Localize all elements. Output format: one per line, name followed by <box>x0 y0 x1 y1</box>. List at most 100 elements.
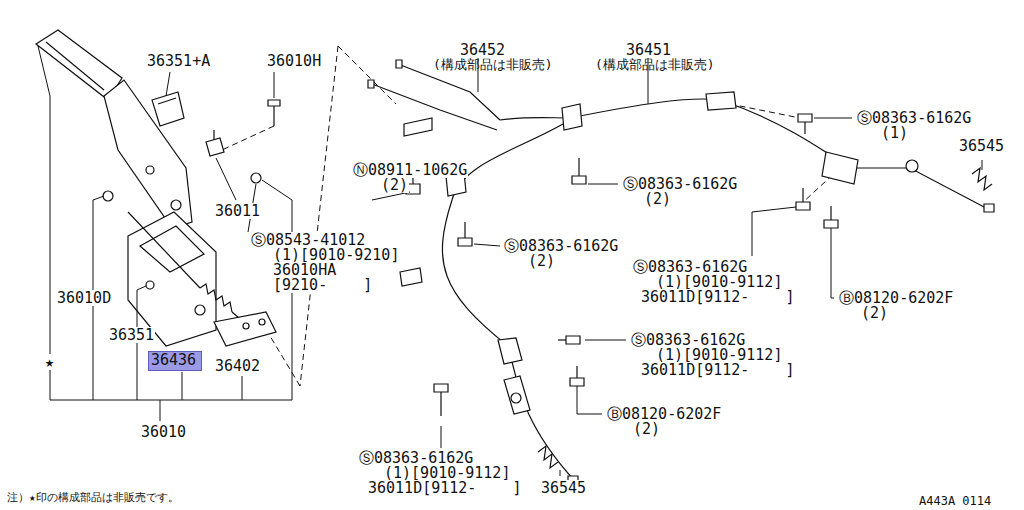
leader-lines <box>38 46 982 476</box>
highlighted-part-number: 36436 <box>148 351 202 371</box>
line-art <box>984 204 994 212</box>
line-art <box>578 158 579 176</box>
callout-label: (2) <box>632 421 661 437</box>
line-art <box>572 176 586 184</box>
callout-label: Ⓢ08363-6162G <box>632 259 748 275</box>
line-art <box>103 191 113 201</box>
line-art <box>504 376 530 414</box>
line-art <box>166 72 170 96</box>
line-art <box>511 393 521 403</box>
line-art <box>560 470 561 476</box>
callout-label: 36451 <box>625 42 672 58</box>
callout-label: (1)[9010-9112] <box>383 465 511 481</box>
line-art <box>562 104 582 130</box>
rear-cable <box>400 92 994 484</box>
line-art <box>300 46 338 386</box>
callout-label: 36402 <box>214 358 261 374</box>
line-art <box>822 152 858 184</box>
line-art <box>752 207 796 256</box>
callout-label: (構成部品は非販売) <box>432 57 554 73</box>
line-art <box>171 200 181 210</box>
cable-bolts <box>434 114 838 416</box>
line-art <box>500 99 986 208</box>
callout-label: [9210- ] <box>272 277 373 293</box>
callout-label: 36545 <box>958 138 1005 154</box>
line-art <box>259 319 265 325</box>
line-art <box>441 426 442 448</box>
callout-label: 注）★印の構成部品は非販売です。 <box>6 490 180 506</box>
callout-label: Ⓢ08363-6162G <box>622 176 738 192</box>
callout-label: (1)[9010-9112] <box>655 274 783 290</box>
callout-label: 36351 <box>108 327 155 343</box>
callout-label: Ⓢ08363-6162G <box>856 110 972 126</box>
callout-label: Ⓢ08363-6162G <box>503 238 619 254</box>
line-art <box>566 336 580 344</box>
callout-label: 36010H <box>266 53 322 69</box>
callout-label: Ⓢ08363-6162G <box>358 450 474 466</box>
line-art <box>200 284 232 312</box>
line-art <box>706 92 736 110</box>
callout-label: Ⓑ08120-6202F <box>838 290 954 306</box>
line-art <box>214 312 276 346</box>
part-number: 36436 <box>151 352 199 369</box>
line-art <box>216 158 236 200</box>
line-art <box>146 166 154 174</box>
line-art <box>128 212 216 346</box>
line-art <box>982 160 983 170</box>
line-art <box>206 138 224 156</box>
line-art <box>576 366 577 378</box>
line-art <box>158 98 176 104</box>
line-art <box>440 392 441 416</box>
line-art <box>577 386 602 414</box>
callout-label: 36452 <box>459 42 506 58</box>
callout-label: (1)[9010-9112] <box>655 347 783 363</box>
return-spring <box>538 168 992 468</box>
callout-label: 36011 <box>214 203 261 219</box>
line-art <box>398 64 500 120</box>
line-art <box>137 286 146 400</box>
callout-label: (構成部品は非販売) <box>594 57 716 73</box>
line-art <box>434 384 448 392</box>
line-art <box>213 130 214 140</box>
line-art <box>830 206 831 220</box>
line-art <box>273 106 274 126</box>
callout-label: (1) <box>880 125 909 141</box>
line-art <box>140 226 204 272</box>
line-art <box>798 114 812 122</box>
line-art <box>588 184 618 185</box>
line-art <box>268 100 280 106</box>
line-art <box>972 168 992 190</box>
line-art <box>274 72 275 98</box>
callout-label: 36011D[9112- ] <box>367 480 523 496</box>
line-art <box>368 80 374 88</box>
line-art <box>585 340 626 341</box>
line-art <box>104 80 192 228</box>
line-art <box>396 60 402 68</box>
line-art <box>242 376 243 400</box>
line-art <box>831 228 834 298</box>
lever-bracket <box>103 191 216 346</box>
note-mark: ★ <box>44 354 55 370</box>
line-art <box>570 378 584 386</box>
line-art <box>160 400 161 421</box>
line-art <box>558 339 566 340</box>
callout-label: Ⓑ08120-6202F <box>606 406 722 422</box>
line-art <box>372 192 410 200</box>
callout-label: A443A 0114 <box>918 493 992 509</box>
line-art <box>270 336 300 386</box>
callout-label: 36011D[9112- ] <box>640 289 796 305</box>
lever-fasteners <box>206 100 280 183</box>
callout-label: (1)[9010-9210] <box>272 247 400 263</box>
callout-label: Ⓝ08911-1062G <box>352 162 468 178</box>
line-art <box>251 173 261 183</box>
line-art <box>906 160 918 172</box>
line-art <box>404 118 432 136</box>
assembly-dash <box>222 46 840 386</box>
callout-label: 36351+A <box>146 53 211 69</box>
line-art <box>195 305 205 315</box>
line-art <box>458 238 472 246</box>
callout-label: 36011D[9112- ] <box>640 362 796 378</box>
line-art <box>824 220 838 228</box>
line-art <box>474 244 500 246</box>
